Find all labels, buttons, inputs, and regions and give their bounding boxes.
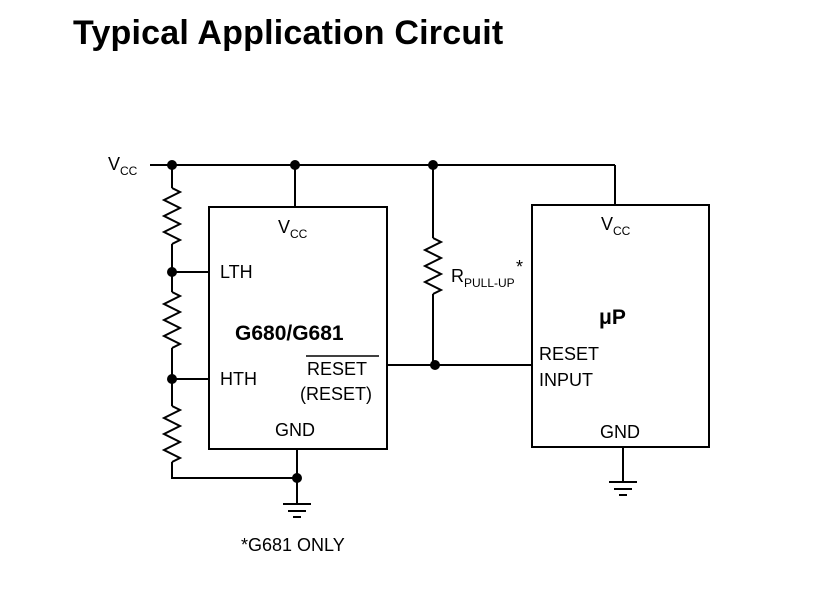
ic-hth-label: HTH <box>220 369 257 389</box>
footnote: *G681 ONLY <box>241 535 345 555</box>
mcu-reset-label-line2: INPUT <box>539 370 593 390</box>
mcu-gnd-label: GND <box>600 422 640 442</box>
divider-resistor-bottom <box>161 405 183 463</box>
ic-reset-alt-label: (RESET) <box>300 384 372 404</box>
mcu-reset-label-line1: RESET <box>539 344 599 364</box>
pullup-label: RPULL-UP <box>451 266 515 290</box>
ic-lth-label: LTH <box>220 262 253 282</box>
junction-dots <box>167 160 440 483</box>
divider-resistor-top <box>161 187 183 245</box>
vcc-supply-label: VCC <box>108 154 138 178</box>
ic-ground-symbol <box>283 503 311 518</box>
pullup-resistor <box>422 237 444 295</box>
mcu-vcc-label: VCC <box>601 214 631 238</box>
page-title: Typical Application Circuit <box>73 14 504 52</box>
divider-ground-return <box>171 462 297 479</box>
ic-reset-bar-label: RESET <box>307 359 367 379</box>
pullup-asterisk: * <box>516 257 523 277</box>
ic-part-name: G680/G681 <box>235 322 344 345</box>
divider-resistor-middle <box>161 291 183 349</box>
ic-gnd-label: GND <box>275 420 315 440</box>
ic-vcc-label: VCC <box>278 217 308 241</box>
mcu-name: μP <box>599 306 626 329</box>
mcu-ground-symbol <box>609 481 637 496</box>
mcu-box <box>531 204 710 448</box>
